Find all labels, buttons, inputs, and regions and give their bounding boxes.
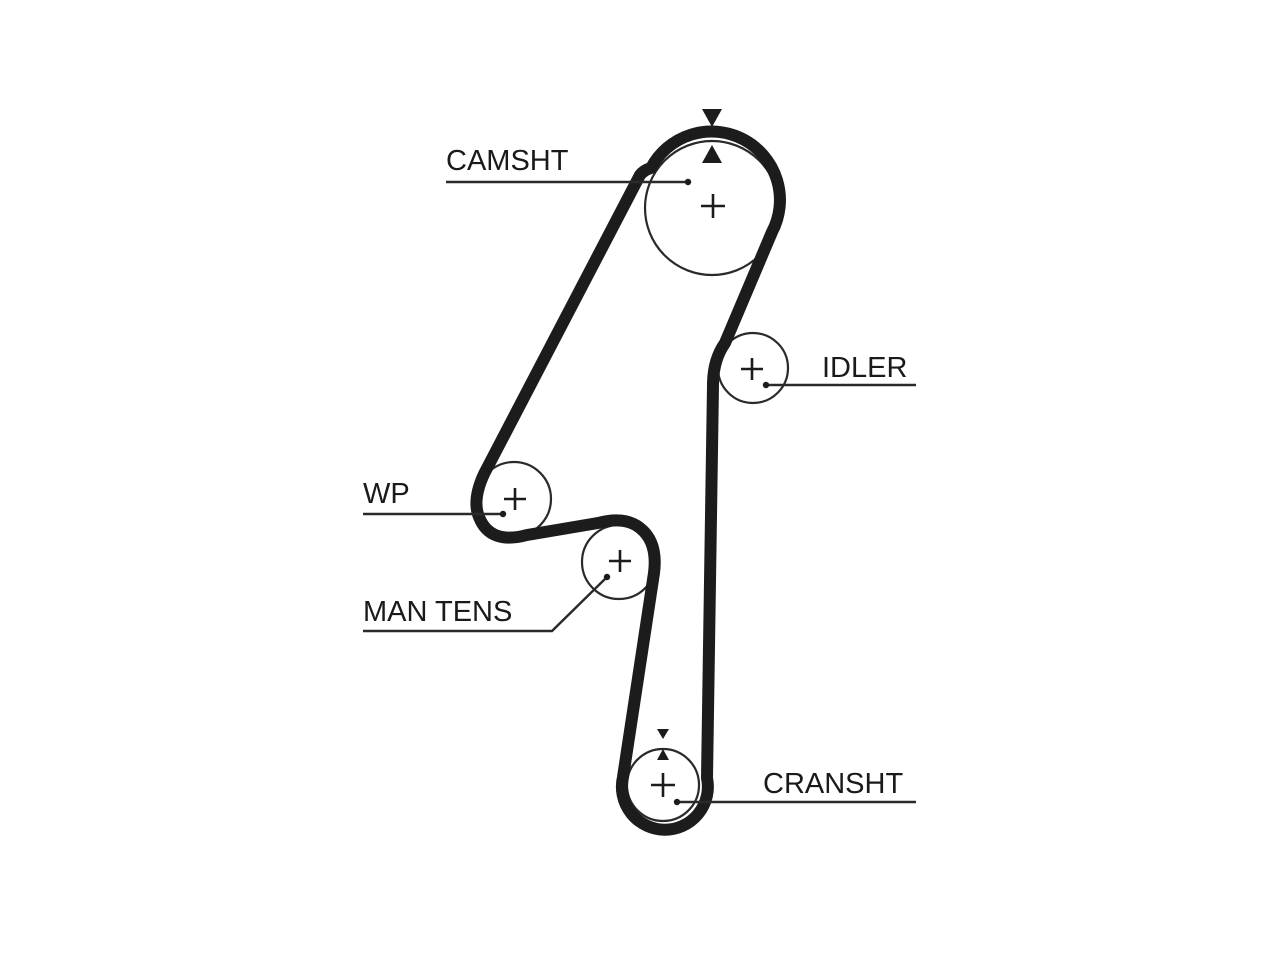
timing-belt xyxy=(470,125,786,836)
tensioner-center-mark xyxy=(609,550,631,572)
crankshaft-leader-dot xyxy=(673,798,681,806)
camshaft-timing-mark-inner xyxy=(702,145,722,163)
crankshaft-timing-mark-outer xyxy=(657,729,669,739)
water-pump-leader-dot xyxy=(499,510,507,518)
manual-tensioner-label: MAN TENS xyxy=(363,596,512,628)
tensioner-leader-dot xyxy=(603,573,611,581)
water-pump-center-mark xyxy=(504,488,526,510)
camshaft-center-mark xyxy=(701,194,725,218)
idler-center-mark xyxy=(741,358,763,380)
idler-label: IDLER xyxy=(822,352,907,384)
crankshaft-center-mark xyxy=(651,773,675,797)
tensioner-leader-line xyxy=(363,576,608,633)
crankshaft-timing-mark-inner xyxy=(657,749,669,760)
water-pump-label: WP xyxy=(363,478,410,510)
crankshaft-label: CRANSHT xyxy=(763,768,903,800)
camshaft-leader-dot xyxy=(684,178,692,186)
camshaft-timing-mark-outer xyxy=(702,109,722,127)
camshaft-label: CAMSHT xyxy=(446,145,569,177)
idler-leader-dot xyxy=(762,381,770,389)
